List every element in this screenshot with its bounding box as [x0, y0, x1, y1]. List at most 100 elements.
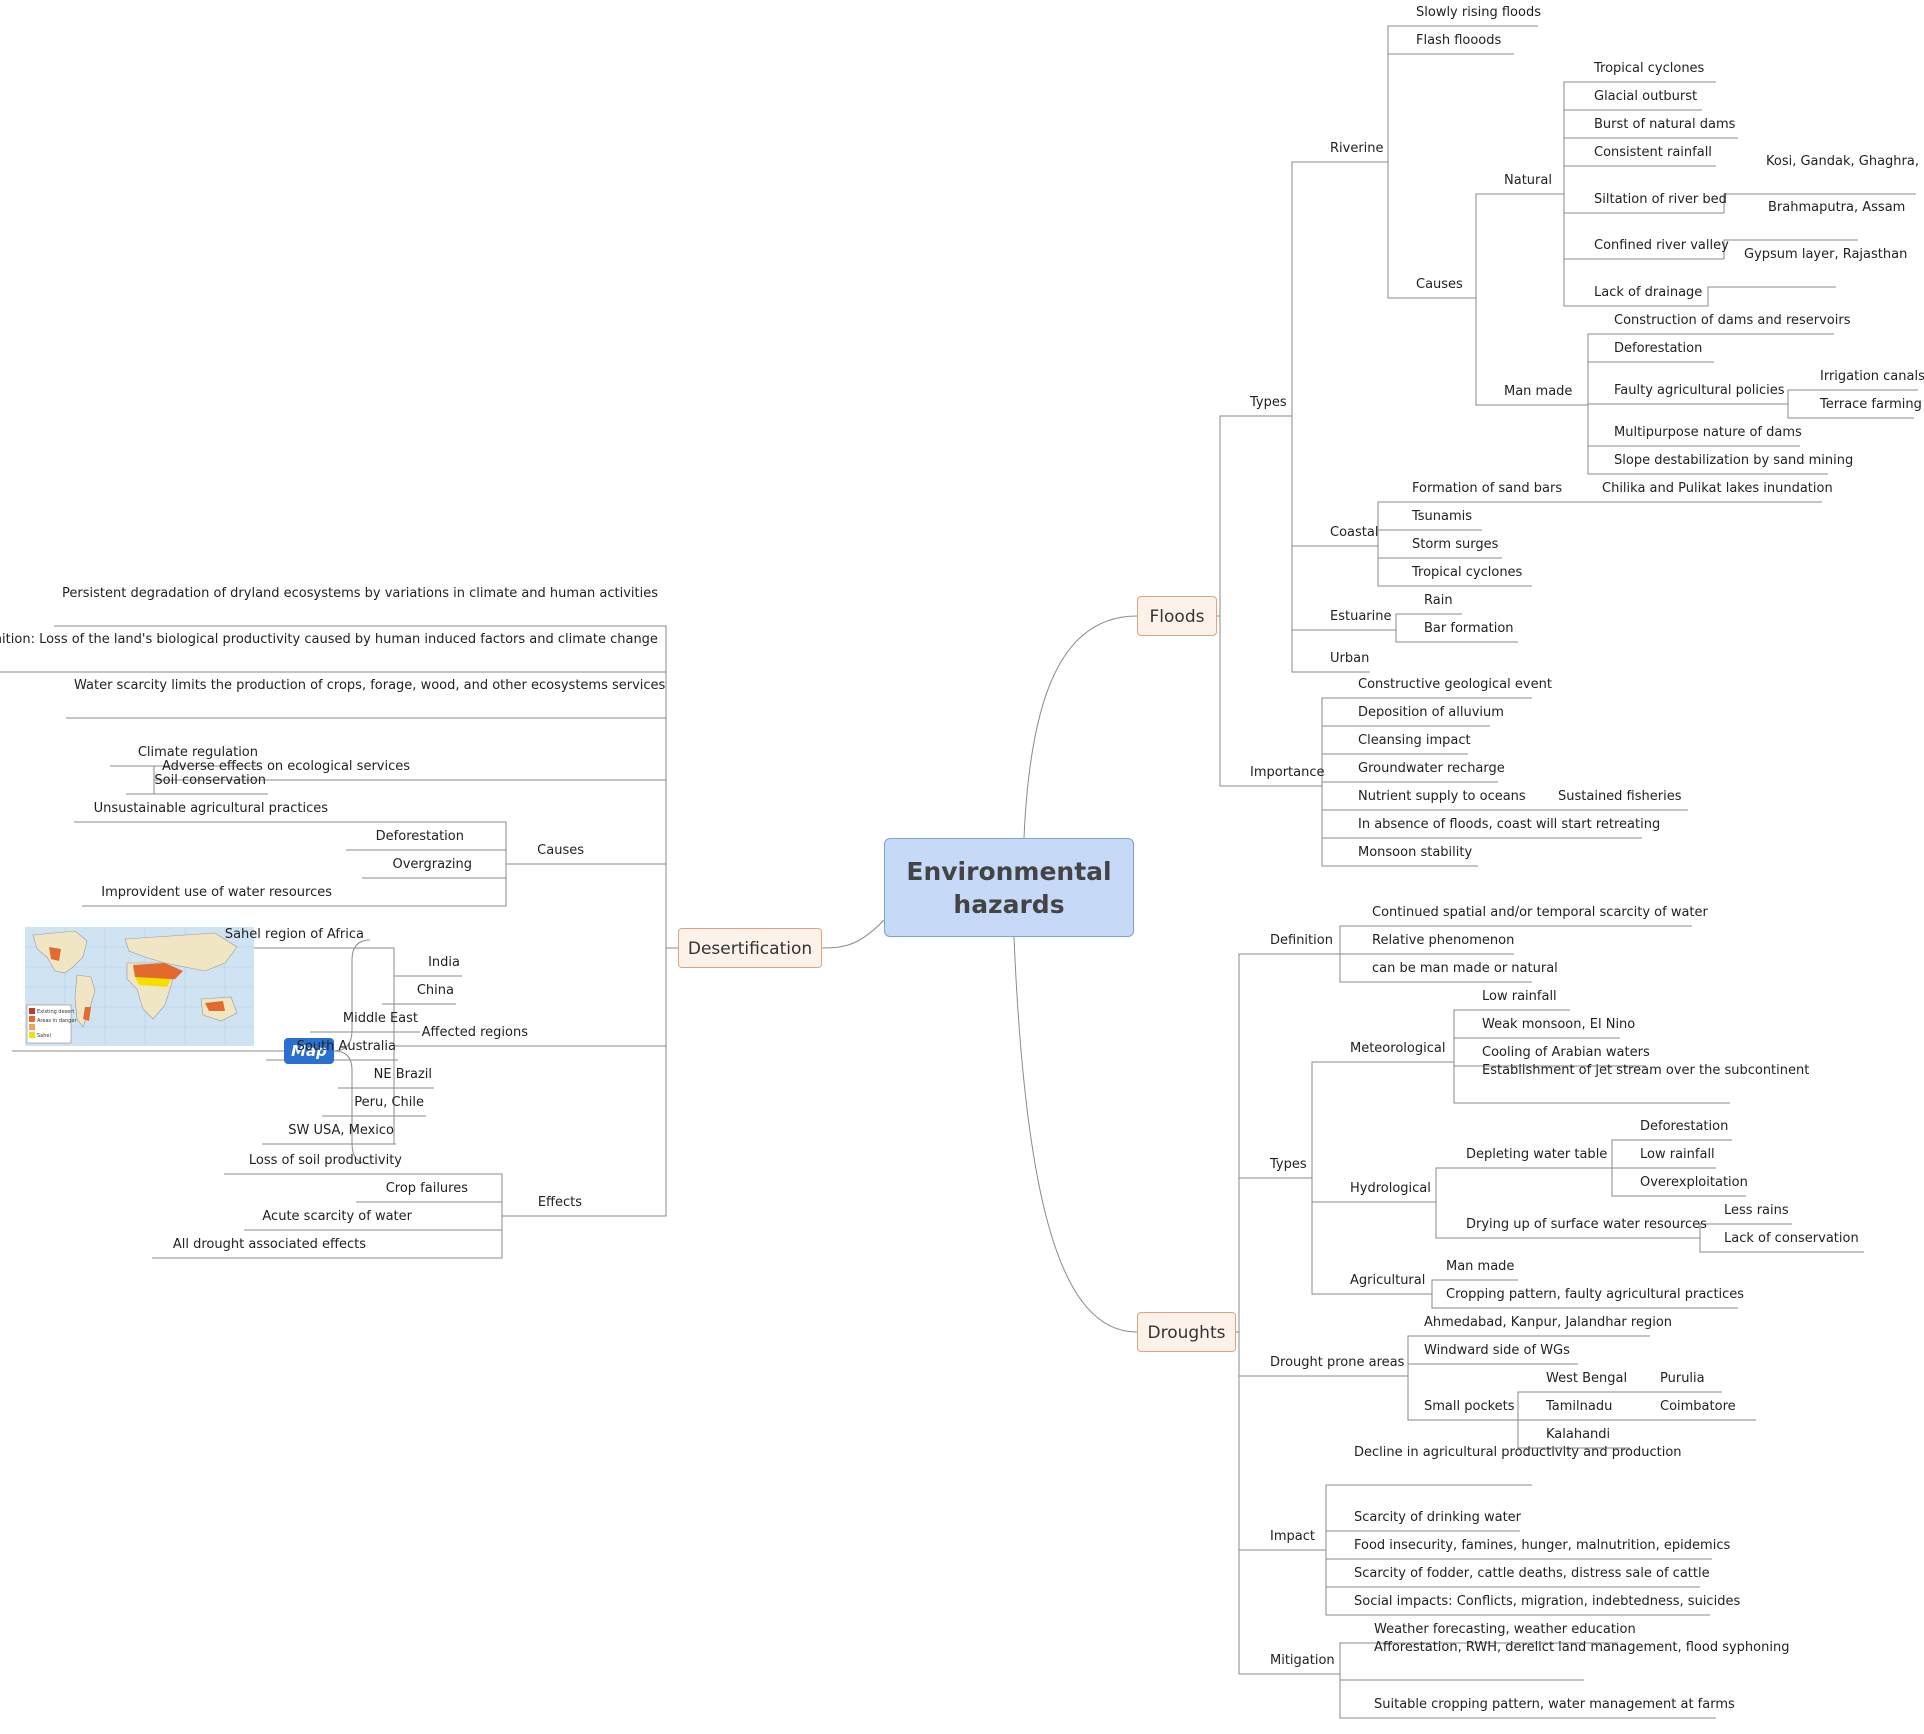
node-can-be-man-made-or-natural[interactable]: can be man made or natural — [1372, 961, 1558, 976]
node-decline-in-agricultural-productivity-and[interactable]: Decline in agricultural productivity and… — [1354, 1445, 1682, 1460]
node-flash-flooods[interactable]: Flash flooods — [1416, 33, 1502, 48]
node-slope-destabilization-by-sand-mining[interactable]: Slope destabilization by sand mining — [1614, 453, 1854, 468]
node-south-australia[interactable]: South Australia — [296, 1039, 396, 1054]
node-chilika-and-pulikat-lakes-inundation[interactable]: Chilika and Pulikat lakes inundation — [1602, 481, 1833, 496]
node-coastal[interactable]: Coastal — [1330, 525, 1379, 540]
node-consistent-rainfall[interactable]: Consistent rainfall — [1594, 145, 1712, 160]
node-man-made[interactable]: Man made — [1504, 384, 1573, 399]
node-groundwater-recharge[interactable]: Groundwater recharge — [1358, 761, 1505, 776]
node-un-definition-loss-of-the-land-s-biologi[interactable]: UN definition: Loss of the land's biolog… — [0, 632, 658, 647]
node-low-rainfall[interactable]: Low rainfall — [1640, 1147, 1715, 1162]
node-relative-phenomenon[interactable]: Relative phenomenon — [1372, 933, 1515, 948]
node-persistent-degradation-of-dryland-ecosys[interactable]: Persistent degradation of dryland ecosys… — [62, 586, 659, 601]
node-terrace-farming[interactable]: Terrace farming — [1820, 397, 1922, 412]
node-scarcity-of-drinking-water[interactable]: Scarcity of drinking water — [1354, 1510, 1522, 1525]
node-natural[interactable]: Natural — [1504, 173, 1552, 188]
node-loss-of-soil-productivity[interactable]: Loss of soil productivity — [248, 1153, 402, 1168]
node-lack-of-drainage[interactable]: Lack of drainage — [1594, 285, 1703, 300]
node-monsoon-stability[interactable]: Monsoon stability — [1358, 845, 1473, 860]
map-node[interactable]: Map — [284, 1038, 334, 1064]
node-brahmaputra-assam[interactable]: Brahmaputra, Assam — [1768, 200, 1906, 215]
node-weak-monsoon-el-nino[interactable]: Weak monsoon, El Nino — [1482, 1017, 1636, 1032]
node-sustained-fisheries[interactable]: Sustained fisheries — [1558, 789, 1682, 804]
node-food-insecurity-famines-hunger-malnutrit[interactable]: Food insecurity, famines, hunger, malnut… — [1354, 1538, 1731, 1553]
node-meteorological[interactable]: Meteorological — [1350, 1041, 1446, 1056]
node-continued-spatial-and-or-temporal-scarci[interactable]: Continued spatial and/or temporal scarci… — [1372, 905, 1708, 920]
node-cleansing-impact[interactable]: Cleansing impact — [1358, 733, 1471, 748]
node-glacial-outburst[interactable]: Glacial outburst — [1594, 89, 1698, 104]
node-drought-prone-areas[interactable]: Drought prone areas — [1270, 1355, 1405, 1370]
node-scarcity-of-fodder-cattle-deaths-distres[interactable]: Scarcity of fodder, cattle deaths, distr… — [1354, 1566, 1710, 1581]
central-topic[interactable]: Environmental hazards — [884, 838, 1134, 937]
node-kosi-gandak-ghaghra-kali-gandak[interactable]: Kosi, Gandak, Ghaghra, Kali Gandak — [1766, 154, 1924, 169]
node-deforestation[interactable]: Deforestation — [375, 829, 464, 844]
node-depleting-water-table[interactable]: Depleting water table — [1466, 1147, 1608, 1162]
node-lack-of-conservation[interactable]: Lack of conservation — [1724, 1231, 1859, 1246]
main-topic-desertification[interactable]: Desertification — [678, 928, 822, 968]
node-soil-conservation[interactable]: Soil conservation — [154, 773, 266, 788]
node-types[interactable]: Types — [1250, 395, 1287, 410]
node-purulia[interactable]: Purulia — [1660, 1371, 1705, 1386]
node-acute-scarcity-of-water[interactable]: Acute scarcity of water — [262, 1209, 412, 1224]
node-peru-chile[interactable]: Peru, Chile — [354, 1095, 424, 1110]
node-china[interactable]: China — [416, 983, 454, 998]
node-riverine[interactable]: Riverine — [1330, 141, 1384, 156]
main-topic-floods[interactable]: Floods — [1137, 596, 1217, 636]
node-slowly-rising-floods[interactable]: Slowly rising floods — [1416, 5, 1541, 20]
node-tropical-cyclones[interactable]: Tropical cyclones — [1412, 565, 1523, 580]
node-suitable-cropping-pattern-water-manageme[interactable]: Suitable cropping pattern, water managem… — [1374, 1697, 1735, 1712]
node-nutrient-supply-to-oceans[interactable]: Nutrient supply to oceans — [1358, 789, 1526, 804]
node-agricultural[interactable]: Agricultural — [1350, 1273, 1426, 1288]
node-constructive-geological-event[interactable]: Constructive geological event — [1358, 677, 1552, 692]
node-middle-east[interactable]: Middle East — [342, 1011, 418, 1026]
node-deforestation[interactable]: Deforestation — [1614, 341, 1703, 356]
node-adverse-effects-on-ecological-services[interactable]: Adverse effects on ecological services — [162, 759, 411, 774]
node-effects[interactable]: Effects — [537, 1195, 582, 1210]
node-india[interactable]: India — [428, 955, 460, 970]
node-multipurpose-nature-of-dams[interactable]: Multipurpose nature of dams — [1614, 425, 1802, 440]
node-causes[interactable]: Causes — [1416, 277, 1463, 292]
node-less-rains[interactable]: Less rains — [1724, 1203, 1789, 1218]
node-confined-river-valley[interactable]: Confined river valley — [1594, 238, 1729, 253]
node-improvident-use-of-water-resources[interactable]: Improvident use of water resources — [101, 885, 332, 900]
node-construction-of-dams-and-reservoirs[interactable]: Construction of dams and reservoirs — [1614, 313, 1851, 328]
node-crop-failures[interactable]: Crop failures — [385, 1181, 468, 1196]
node-causes[interactable]: Causes — [537, 843, 584, 858]
node-gypsum-layer-rajasthan[interactable]: Gypsum layer, Rajasthan — [1744, 247, 1908, 262]
node-ne-brazil[interactable]: NE Brazil — [373, 1067, 432, 1082]
node-climate-regulation[interactable]: Climate regulation — [137, 745, 258, 760]
node-types[interactable]: Types — [1270, 1157, 1307, 1172]
node-overexploitation[interactable]: Overexploitation — [1640, 1175, 1748, 1190]
node-faulty-agricultural-policies[interactable]: Faulty agricultural policies — [1614, 383, 1785, 398]
node-bar-formation[interactable]: Bar formation — [1424, 621, 1514, 636]
node-west-bengal[interactable]: West Bengal — [1546, 1371, 1628, 1386]
node-rain[interactable]: Rain — [1424, 593, 1453, 608]
node-overgrazing[interactable]: Overgrazing — [392, 857, 472, 872]
node-afforestation-rwh-derelict-land-manageme[interactable]: Afforestation, RWH, derelict land manage… — [1374, 1640, 1790, 1655]
node-cropping-pattern-faulty-agricultural-pra[interactable]: Cropping pattern, faulty agricultural pr… — [1446, 1287, 1745, 1302]
node-importance[interactable]: Importance — [1250, 765, 1325, 780]
node-small-pockets[interactable]: Small pockets — [1424, 1399, 1515, 1414]
node-tropical-cyclones[interactable]: Tropical cyclones — [1594, 61, 1705, 76]
main-topic-droughts[interactable]: Droughts — [1137, 1312, 1236, 1352]
node-ahmedabad-kanpur-jalandhar-region[interactable]: Ahmedabad, Kanpur, Jalandhar region — [1424, 1315, 1673, 1330]
node-tamilnadu[interactable]: Tamilnadu — [1546, 1399, 1613, 1414]
node-impact[interactable]: Impact — [1270, 1529, 1315, 1544]
node-all-drought-associated-effects[interactable]: All drought associated effects — [172, 1237, 366, 1252]
node-formation-of-sand-bars[interactable]: Formation of sand bars — [1412, 481, 1563, 496]
node-burst-of-natural-dams[interactable]: Burst of natural dams — [1594, 117, 1736, 132]
node-urban[interactable]: Urban — [1330, 651, 1370, 666]
node-hydrological[interactable]: Hydrological — [1350, 1181, 1431, 1196]
node-sw-usa-mexico[interactable]: SW USA, Mexico — [288, 1123, 394, 1138]
node-water-scarcity-limits-the-production-of-[interactable]: Water scarcity limits the production of … — [74, 678, 666, 693]
node-estuarine[interactable]: Estuarine — [1330, 609, 1392, 624]
node-deposition-of-alluvium[interactable]: Deposition of alluvium — [1358, 705, 1504, 720]
node-kalahandi[interactable]: Kalahandi — [1546, 1427, 1611, 1442]
node-establishment-of-jet-stream-over-the-sub[interactable]: Establishment of jet stream over the sub… — [1482, 1063, 1810, 1078]
node-storm-surges[interactable]: Storm surges — [1412, 537, 1499, 552]
node-in-absence-of-floods-coast-will-start-re[interactable]: In absence of floods, coast will start r… — [1358, 817, 1661, 832]
node-weather-forecasting-weather-education[interactable]: Weather forecasting, weather education — [1374, 1622, 1636, 1637]
node-man-made[interactable]: Man made — [1446, 1259, 1515, 1274]
node-siltation-of-river-bed[interactable]: Siltation of river bed — [1594, 192, 1727, 207]
node-mitigation[interactable]: Mitigation — [1270, 1653, 1335, 1668]
